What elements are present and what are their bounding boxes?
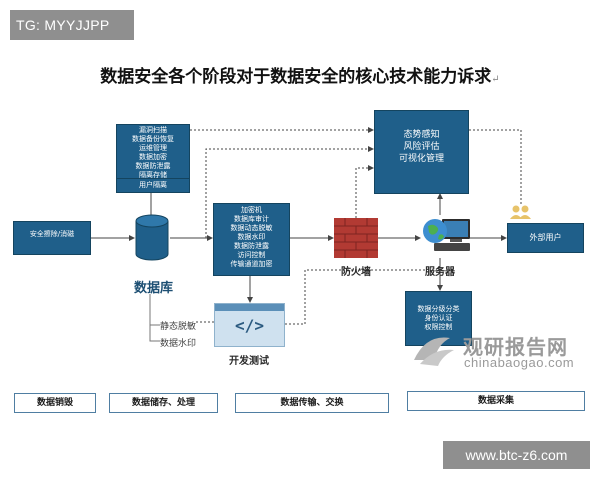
category-transmission-exchange: 数据传输、交换 <box>235 393 389 413</box>
box-item: 加密机 <box>241 206 262 214</box>
box-situation-awareness: 态势感知 风险评估 可视化管理 <box>374 110 469 194</box>
box-item: 数据加密 <box>139 153 167 161</box>
box-storage-security-last: 用户隔离 <box>116 179 190 193</box>
box-item: 数据分级分类 <box>417 305 460 313</box>
dotted-dev-to-server <box>285 269 425 325</box>
category-collection: 数据采集 <box>407 391 585 411</box>
category-destruction: 数据销毁 <box>14 393 96 413</box>
box-transmission-security: 加密机 数据库审计 数据动态脱敏 数据水印 数据防泄露 访问控制 传输通道加密 <box>213 203 290 276</box>
title-text: 数据安全各个阶段对于数据安全的核心技术能力诉求 <box>100 67 492 87</box>
box-item: 传输通道加密 <box>230 260 273 268</box>
box-item: 漏洞扫描 <box>139 126 167 134</box>
database-label: 数据库 <box>134 281 174 296</box>
server-icon <box>423 219 470 251</box>
box-item: 数据库审计 <box>234 215 269 223</box>
box-authentication: 数据分级分类 身份认证 权限控制 <box>405 291 472 346</box>
static-mask-label: 静态脱敏 <box>160 322 197 332</box>
box-item: 数据备份恢复 <box>132 135 174 143</box>
server-label: 服务器 <box>425 267 455 278</box>
box-item: 访问控制 <box>237 251 266 259</box>
db-watermark-label: 数据水印 <box>160 339 197 349</box>
category-storage-processing: 数据储存、处理 <box>109 393 218 413</box>
tg-tag: TG: MYYJJPP <box>10 10 134 40</box>
box-storage-security: 漏洞扫描 数据备份恢复 运维管理 数据加密 数据防泄露 隔离存储 <box>116 124 190 179</box>
box-item: 数据水印 <box>237 233 266 241</box>
dev-test-label: 开发测试 <box>229 356 269 367</box>
box-external-user: 外部用户 <box>507 223 584 253</box>
box-item: 可视化管理 <box>398 154 444 164</box>
firewall-icon <box>334 218 378 258</box>
box-item: 数据防泄露 <box>135 162 171 170</box>
logo-domain: chinabaogao.com <box>464 355 575 370</box>
site-watermark: www.btc-z6.com <box>443 441 590 469</box>
firewall-label: 防火墙 <box>341 267 371 278</box>
box-item: 隔离存储 <box>139 171 167 179</box>
box-secure-erase: 安全擦除/消磁 <box>13 221 91 255</box>
code-window-titlebar <box>215 304 284 311</box>
database-icon <box>135 214 169 261</box>
return-mark: ↵ <box>491 74 500 85</box>
diagram-title: 数据安全各个阶段对于数据安全的核心技术能力诉求↵ <box>0 62 600 87</box>
dotted-middle-to-top-right <box>205 146 374 238</box>
code-brackets-glyph: </> <box>235 316 264 335</box>
box-item: 数据动态脱敏 <box>230 224 273 232</box>
box-item: 运维管理 <box>139 144 167 152</box>
box-item: 态势感知 <box>403 130 440 140</box>
dotted-top-right-to-user <box>469 129 522 205</box>
users-icon <box>510 205 531 219</box>
box-item: 身份认证 <box>424 314 453 322</box>
box-item: 风险评估 <box>403 142 440 152</box>
logo-name: 观研报告网 <box>463 335 568 359</box>
logo-icon <box>414 337 454 366</box>
box-item: 权限控制 <box>424 323 453 331</box>
box-item: 数据防泄露 <box>234 242 269 250</box>
dotted-firewall-to-top-right <box>355 165 374 218</box>
code-window-icon: </> <box>214 303 285 347</box>
db-bracket-line <box>149 294 160 342</box>
